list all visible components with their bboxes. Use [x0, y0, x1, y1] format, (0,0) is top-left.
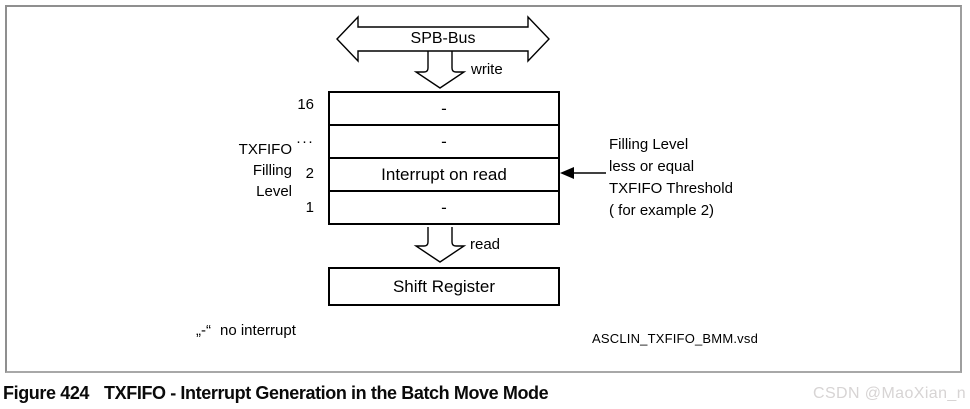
spb-bus-label: SPB-Bus	[410, 30, 476, 47]
txfifo-stack: - - Interrupt on read -	[328, 91, 560, 225]
legend-symbol: „-“	[196, 322, 211, 339]
filling-level-dots: ···	[296, 133, 314, 150]
threshold-note: Filling Level less or equal TXFIFO Thres…	[609, 134, 733, 222]
threshold-note-line: less or equal	[609, 158, 695, 175]
write-label: write	[471, 61, 503, 78]
fifo-row-dots: -	[330, 124, 558, 157]
threshold-note-line: Filling Level	[609, 136, 689, 153]
filling-level-1: 1	[305, 199, 314, 216]
spb-bus-arrow-icon	[336, 15, 550, 63]
read-label: read	[470, 236, 501, 253]
side-label-line: TXFIFO	[238, 141, 292, 158]
figure-number: Figure 424	[3, 383, 90, 403]
read-arrow-icon	[413, 227, 467, 263]
filling-level-16: 16	[297, 96, 314, 113]
fifo-row-2: Interrupt on read	[330, 157, 558, 190]
write-arrow-icon	[413, 51, 467, 89]
watermark-text: CSDN @MaoXian_n	[813, 385, 966, 402]
side-label-line: Level	[256, 183, 292, 200]
source-file-label: ASCLIN_TXFIFO_BMM.vsd	[592, 331, 759, 346]
threshold-note-line: TXFIFO Threshold	[609, 180, 733, 197]
fifo-row-1: -	[330, 190, 558, 223]
threshold-note-line: ( for example 2)	[609, 202, 715, 219]
legend-text: no interrupt	[220, 322, 296, 339]
figure-title: TXFIFO - Interrupt Generation in the Bat…	[104, 383, 549, 403]
filling-level-2: 2	[305, 165, 314, 182]
fifo-row-16: -	[441, 98, 447, 118]
no-interrupt-legend: „-“ no interrupt	[196, 322, 296, 339]
figure-caption: Figure 424 TXFIFO - Interrupt Generation…	[3, 383, 549, 404]
txfifo-filling-level-label: TXFIFO Filling Level	[206, 139, 292, 202]
side-label-line: Filling	[252, 162, 292, 179]
threshold-arrow-icon	[560, 167, 606, 179]
shift-register-box: Shift Register	[328, 267, 560, 306]
